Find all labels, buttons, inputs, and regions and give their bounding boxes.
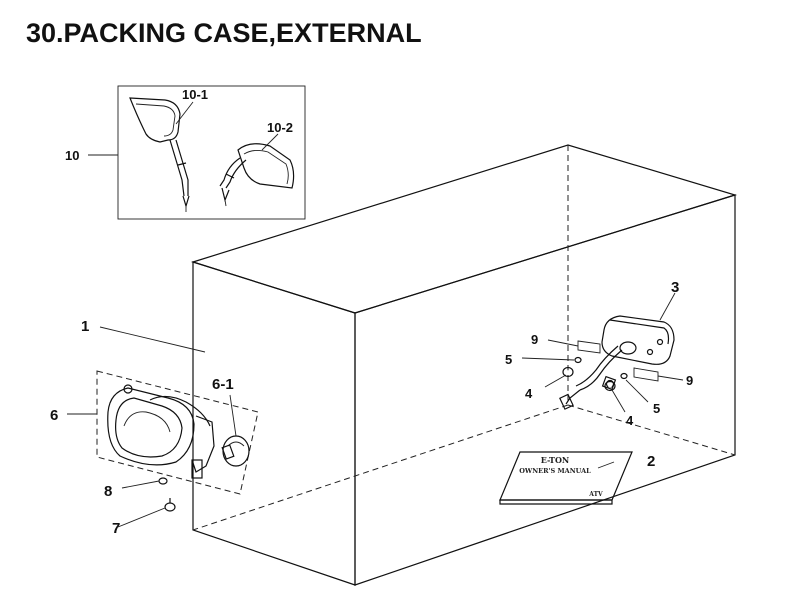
mirror-left-icon bbox=[129, 97, 190, 212]
washer-left-icon bbox=[574, 356, 582, 364]
screw-icon bbox=[164, 498, 176, 512]
packing-box bbox=[190, 144, 738, 586]
callout-1: 1 bbox=[81, 318, 89, 335]
callout-10: 10 bbox=[65, 148, 79, 163]
nut-right-icon bbox=[604, 380, 616, 392]
callout-6-1: 6-1 bbox=[212, 376, 234, 393]
callout-4-right: 4 bbox=[626, 413, 634, 428]
callout-5-right: 5 bbox=[653, 401, 660, 416]
manual-brand: E-TON bbox=[541, 455, 569, 465]
callout-6: 6 bbox=[50, 407, 58, 424]
pad-left-icon bbox=[577, 340, 601, 354]
callout-10-2: 10-2 bbox=[267, 120, 293, 135]
nut-left-icon bbox=[562, 366, 574, 378]
callout-2: 2 bbox=[647, 453, 655, 470]
washer-right-icon bbox=[620, 372, 628, 380]
headlight-assembly-inset bbox=[96, 370, 259, 512]
headlight-icon bbox=[107, 384, 215, 479]
leader-lines bbox=[67, 101, 684, 528]
owners-manual: E-TON OWNER'S MANUAL ATV bbox=[499, 451, 633, 505]
callout-3: 3 bbox=[671, 279, 679, 296]
battery-unit-icon bbox=[559, 315, 675, 410]
callout-4-left: 4 bbox=[525, 386, 533, 401]
callout-7: 7 bbox=[112, 520, 120, 537]
callout-9-right: 9 bbox=[686, 373, 693, 388]
washer-icon bbox=[158, 477, 168, 485]
callout-8: 8 bbox=[104, 483, 112, 500]
callouts: 1 2 3 4 4 5 5 6 6-1 7 8 9 9 10 10-1 10-2 bbox=[50, 87, 693, 537]
page-title: 30.PACKING CASE,EXTERNAL bbox=[26, 18, 422, 48]
pad-right-icon bbox=[633, 367, 659, 382]
callout-10-1: 10-1 bbox=[182, 87, 208, 102]
manual-name: OWNER'S MANUAL bbox=[519, 467, 591, 475]
manual-model: ATV bbox=[588, 491, 603, 498]
callout-9-left: 9 bbox=[531, 332, 538, 347]
mirror-right-icon bbox=[219, 143, 295, 207]
mirror-set-inset bbox=[117, 85, 306, 220]
callout-5-left: 5 bbox=[505, 352, 512, 367]
bulb-icon bbox=[221, 435, 250, 467]
